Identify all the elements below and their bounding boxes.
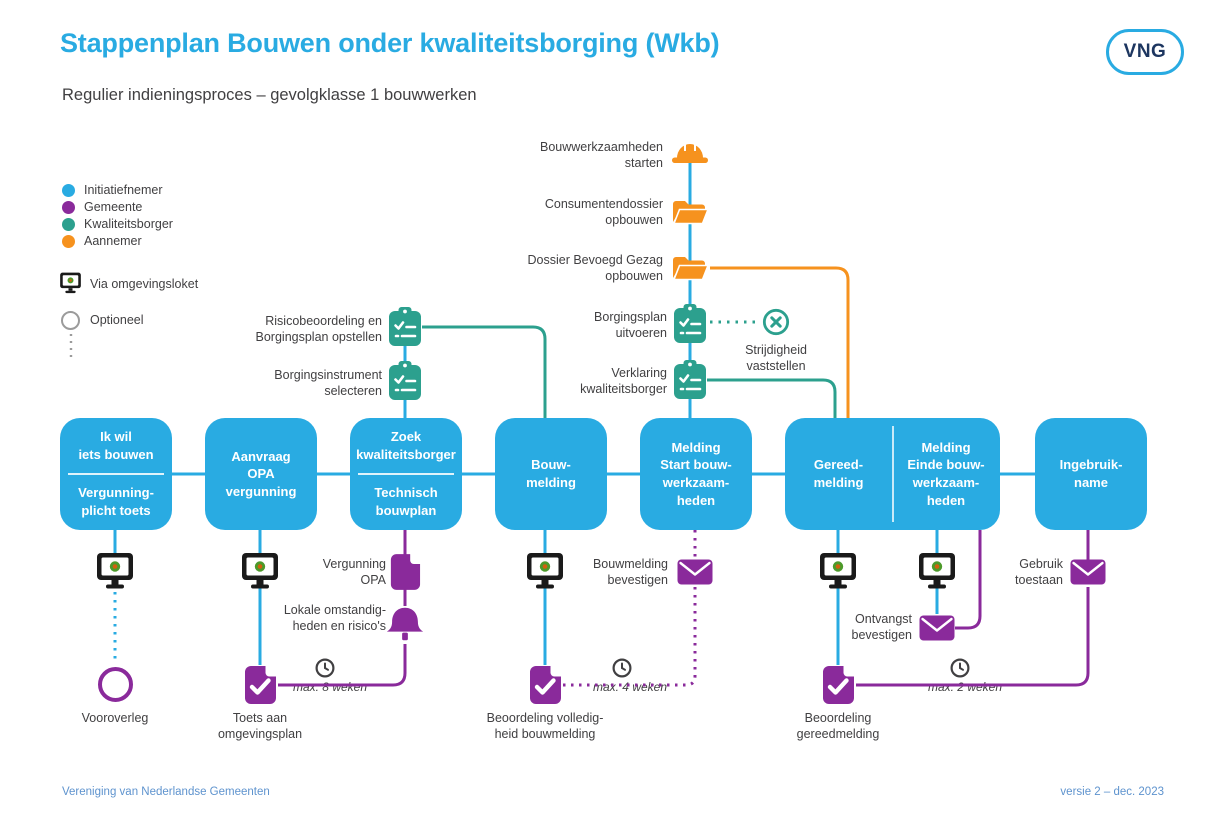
envelope-icon [919,615,955,641]
cross-circle-icon [762,308,790,336]
document-check-icon [821,665,855,705]
process-box-aanvraag-opa: Aanvraag OPA vergunning [205,418,317,530]
step-risicobeoordeling: Risicobeoordeling en Borgingsplan opstel… [255,314,382,344]
folder-icon [671,196,709,226]
box-label: Ingebruik- name [1059,457,1123,490]
document-check-icon [528,665,562,705]
legend-dot-kwaliteitsborger [62,217,75,231]
step-ontvangst-bevestigen: Ontvangst bevestigen [851,612,912,642]
step-dossier-bevoegd-gezag: Dossier Bevoegd Gezag opbouwen [527,253,664,283]
optional-circle-icon [61,311,80,330]
box-top-label: Ik wil iets bouwen [78,429,154,462]
box-label: Melding Start bouw- werkzaam- heden [660,439,732,508]
document-icon [389,553,421,591]
legend-dot-gemeente [62,200,75,214]
legend-label: Kwaliteitsborger [84,217,173,231]
document-check-icon [243,665,277,705]
legend-item-kwaliteitsborger: Kwaliteitsborger [62,217,173,231]
box-top-label: Zoek kwaliteitsborger [356,429,456,462]
legend-label: Aannemer [84,234,142,248]
step-consumentendossier: Consumentendossier opbouwen [544,197,663,227]
step-strijdigheid-vaststellen: Strijdigheid vaststellen [745,343,807,373]
monitor-icon [59,272,82,294]
page-title: Stappenplan Bouwen onder kwaliteitsborgi… [60,28,720,58]
clock-icon [950,658,970,678]
clipboard-icon [673,360,707,400]
connectors-aannemer [710,266,850,418]
step-borgingsplan-uitvoeren: Borgingsplan uitvoeren [594,310,667,340]
legend-via-omgevingsloket: Via omgevingsloket [90,277,199,291]
envelope-icon [1070,559,1106,585]
box-bottom-label: Technisch bouwplan [374,485,438,518]
legend-item-aannemer: Aannemer [62,234,142,248]
process-box-bouwmelding: Bouw- melding [495,418,607,530]
box-bottom-label: Vergunning- plicht toets [78,485,154,518]
footer-version: versie 2 – dec. 2023 [1060,786,1164,798]
process-box-gereedmelding-einde: Gereed- melding Melding Einde bouw- werk… [785,418,1000,530]
box-right-label: Melding Einde bouw- werkzaam- heden [907,439,985,508]
box-divider [68,473,164,475]
step-bouwmelding-bevestigen: Bouwmelding bevestigen [592,557,668,587]
vng-logo-text: VNG [1123,41,1167,62]
step-gebruik-toestaan: Gebruik toestaan [1015,557,1063,587]
process-box-zoek-kwaliteitsborger: Zoek kwaliteitsborger Technisch bouwplan [350,418,462,530]
legend-label: Gemeente [84,200,143,214]
clipboard-icon [673,304,707,344]
clock-icon [315,658,335,678]
process-box-melding-start: Melding Start bouw- werkzaam- heden [640,418,752,530]
process-box-ik-wil-iets-bouwen: Ik wil iets bouwen Vergunning- plicht to… [60,418,172,530]
monitor-icon [525,552,565,590]
clipboard-icon [388,361,422,401]
step-vooroverleg: Vooroverleg [81,711,149,725]
envelope-icon [677,559,713,585]
box-label: Bouw- melding [526,457,576,490]
step-toets-omgevingsplan: Toets aan omgevingsplan [217,711,303,741]
monitor-icon [818,552,858,590]
vng-logo: VNG [1106,29,1184,75]
legend-label: Initiatiefnemer [84,183,163,197]
legend-dot-initiatiefnemer [62,183,75,197]
monitor-icon [95,552,135,590]
legend-optioneel: Optioneel [90,313,144,327]
step-vergunning-opa: Vergunning OPA [322,557,386,587]
bell-icon [384,606,426,642]
footer-organization: Vereniging van Nederlandse Gemeenten [62,786,270,798]
vooroverleg-circle-icon [98,667,133,702]
box-divider [892,426,894,522]
clipboard-icon [388,307,422,347]
step-lokale-omstandigheden: Lokale omstandig- heden en risico's [283,603,386,633]
step-beoordeling-volledigheid: Beoordeling volledig- heid bouwmelding [486,711,604,741]
box-left-label: Gereed- melding [813,457,864,490]
monitor-icon [240,552,280,590]
step-borgingsinstrument: Borgingsinstrument selecteren [274,368,382,398]
box-divider [358,473,454,475]
step-beoordeling-gereedmelding: Beoordeling gereedmelding [796,711,880,741]
connectors-gemeente [278,530,1090,687]
step-bouwwerkzaamheden-starten: Bouwwerkzaamheden starten [540,140,663,170]
box-label: Aanvraag OPA vergunning [225,448,297,499]
monitor-icon [917,552,957,590]
page-subtitle: Regulier indieningsproces – gevolgklasse… [62,86,477,104]
hard-hat-icon [670,136,710,168]
process-box-ingebruikname: Ingebruik- name [1035,418,1147,530]
connectors-kwaliteitsborger [422,320,837,418]
legend-dot-aannemer [62,234,75,248]
legend-item-gemeente: Gemeente [62,200,142,214]
step-verklaring-kwaliteitsborger: Verklaring kwaliteitsborger [580,366,667,396]
legend-item-initiatiefnemer: Initiatiefnemer [62,183,163,197]
folder-icon [671,252,709,282]
clock-icon [612,658,632,678]
